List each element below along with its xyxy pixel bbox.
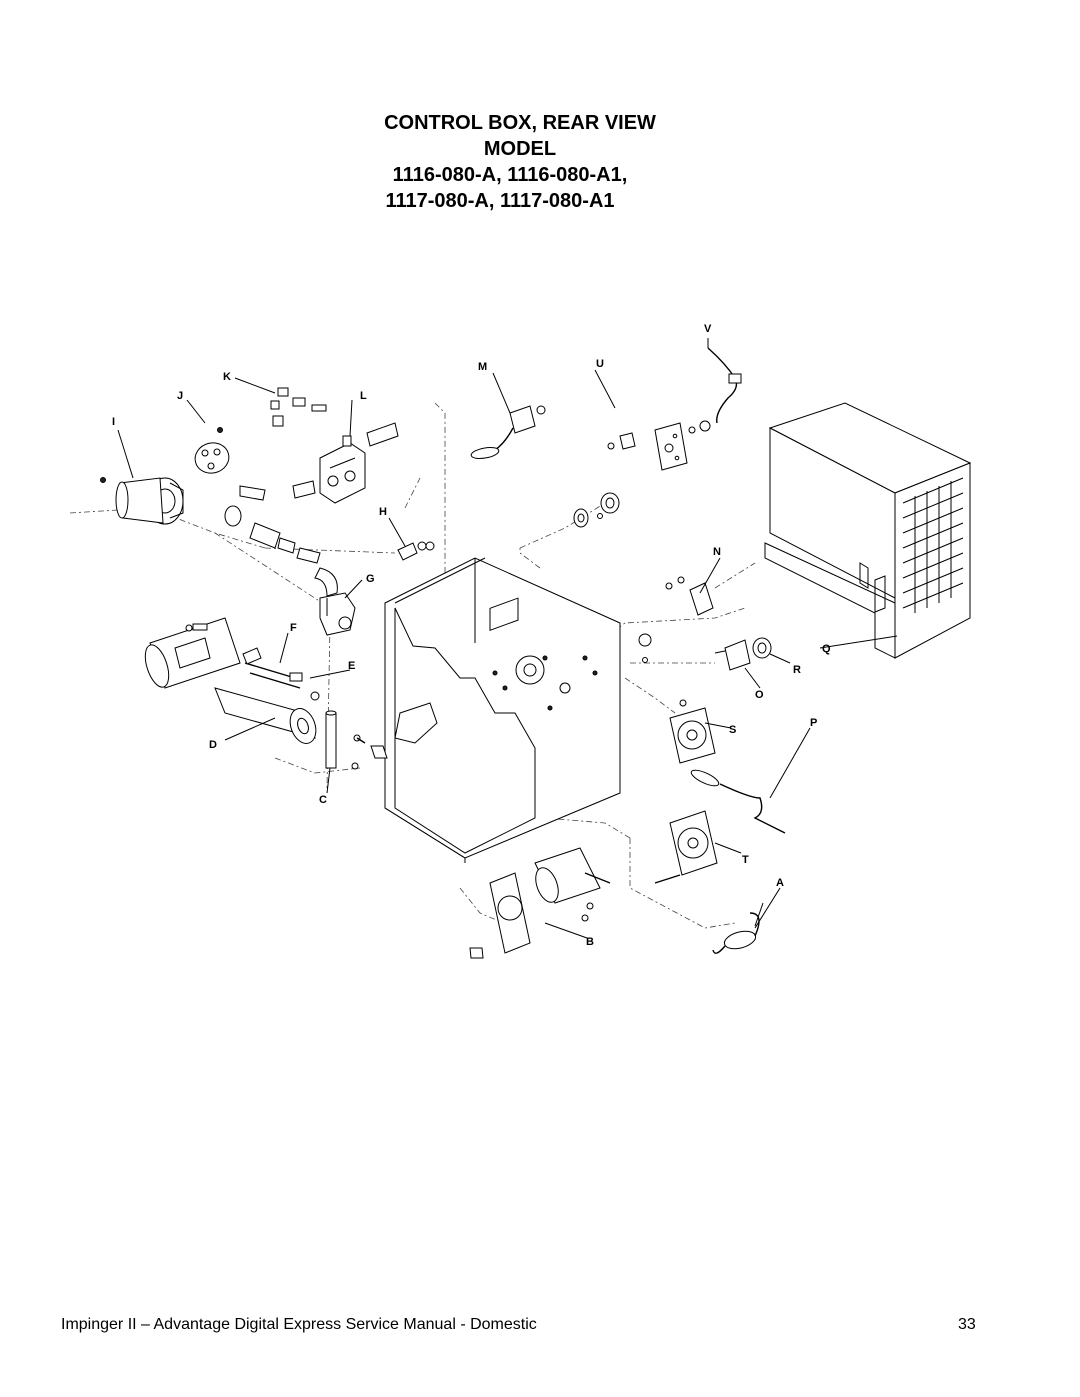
callout-b: B bbox=[586, 936, 594, 948]
callout-q: Q bbox=[822, 643, 831, 655]
assembly-guide-lines bbox=[69, 402, 756, 929]
callout-i: I bbox=[112, 416, 115, 428]
part-j-gasket bbox=[194, 427, 230, 474]
model-numbers-line-2: 1117-080-A, 1117-080-A1 bbox=[385, 190, 615, 212]
callout-r: R bbox=[793, 664, 801, 676]
part-i-blower bbox=[100, 477, 184, 525]
part-l-gas-valve bbox=[239, 422, 399, 504]
part-r-o-connectors bbox=[638, 633, 772, 671]
control-box-chassis bbox=[384, 557, 621, 863]
callout-l: L bbox=[360, 390, 367, 402]
part-t-fan bbox=[669, 810, 718, 876]
callout-e: E bbox=[348, 660, 355, 672]
callout-k: K bbox=[223, 371, 231, 383]
part-n-cover bbox=[665, 576, 714, 616]
part-h-fitting bbox=[397, 541, 435, 561]
callout-v: V bbox=[704, 323, 712, 335]
callout-f: F bbox=[290, 622, 297, 634]
part-q-power-supply bbox=[764, 402, 972, 659]
callout-t: T bbox=[742, 854, 749, 866]
callout-h: H bbox=[379, 506, 387, 518]
leader-lines bbox=[117, 338, 898, 939]
footer-manual-title: Impinger II – Advantage Digital Express … bbox=[61, 1316, 537, 1333]
part-bushings bbox=[573, 492, 620, 528]
vent-slots bbox=[902, 477, 964, 613]
callout-m: M bbox=[478, 361, 487, 373]
callout-a: A bbox=[776, 877, 784, 889]
part-gas-piping bbox=[224, 505, 338, 597]
callout-c: C bbox=[319, 794, 327, 806]
part-b-motor bbox=[469, 847, 681, 959]
part-g-valve bbox=[319, 592, 356, 636]
callout-d: D bbox=[209, 739, 217, 751]
exploded-parts-diagram: V U M K J L I H N G F Q E R O S P D C T … bbox=[65, 318, 975, 968]
page-subtitle-model: MODEL bbox=[483, 138, 557, 160]
part-e-c-rod bbox=[310, 691, 388, 770]
callout-g: G bbox=[366, 573, 375, 585]
part-f-ignitor bbox=[242, 647, 303, 689]
page-number: 33 bbox=[958, 1316, 976, 1333]
part-m-switch bbox=[470, 405, 546, 459]
part-a-capacitor bbox=[712, 902, 764, 954]
part-u-relay-plate bbox=[607, 422, 688, 471]
part-d-burner-tube bbox=[144, 617, 317, 744]
part-p-wire-harness bbox=[690, 727, 811, 834]
callout-p: P bbox=[810, 717, 817, 729]
callout-o: O bbox=[755, 689, 764, 701]
callout-n: N bbox=[713, 546, 721, 558]
title-block: CONTROL BOX, REAR VIEW MODEL 1116-080-A,… bbox=[0, 110, 1040, 214]
page-title: CONTROL BOX, REAR VIEW bbox=[384, 112, 656, 134]
part-s-fan bbox=[669, 699, 716, 764]
model-numbers-line-1: 1116-080-A, 1116-080-A1, bbox=[392, 164, 628, 186]
callout-u: U bbox=[596, 358, 604, 370]
callout-labels: V U M K J L I H N G F Q E R O S P D C T … bbox=[112, 323, 831, 948]
callout-s: S bbox=[729, 724, 736, 736]
callout-j: J bbox=[177, 390, 183, 402]
part-v-cord bbox=[688, 347, 742, 434]
part-k-fittings bbox=[270, 387, 327, 427]
